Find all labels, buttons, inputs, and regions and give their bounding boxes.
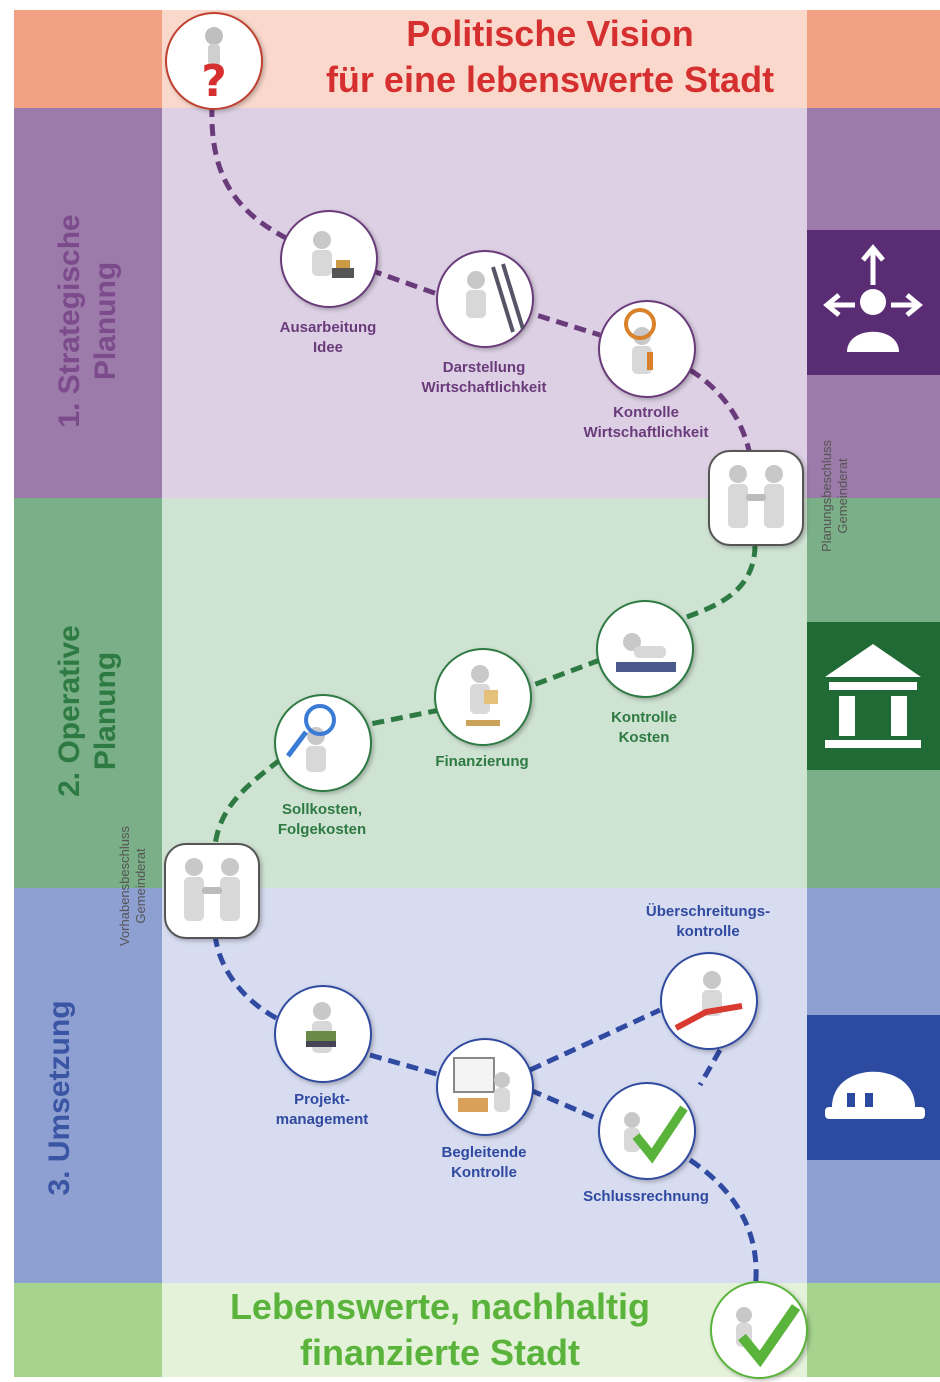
figure-writing-icon bbox=[312, 231, 354, 278]
label-sollkosten: Sollkosten, Folgekosten bbox=[277, 801, 367, 838]
execution-band-left bbox=[14, 888, 162, 1283]
figure-arrow-icon bbox=[674, 971, 743, 1031]
handshake-planungsbeschluss bbox=[708, 450, 804, 546]
figure-money-icon bbox=[466, 665, 500, 726]
footer-band-left bbox=[14, 1283, 162, 1377]
goal-checkmark-node bbox=[710, 1281, 808, 1379]
government-icon-box bbox=[807, 622, 940, 770]
node-kontrolle-kosten bbox=[596, 600, 694, 698]
hard-hat-icon bbox=[825, 1071, 925, 1119]
node-darstellung bbox=[436, 250, 534, 348]
footer-band-center bbox=[162, 1283, 807, 1377]
presentation-board-icon bbox=[453, 1057, 510, 1112]
node-projektmanagement bbox=[274, 985, 372, 1083]
label-kontrolle-wirtschaft: Kontrolle Wirtschaftlichkeit bbox=[583, 404, 709, 441]
strategic-band-left bbox=[14, 108, 162, 498]
operative-band-left bbox=[14, 498, 162, 888]
handshake-vorhabensbeschluss bbox=[164, 843, 260, 939]
goal-title-line2: finanzierte Stadt bbox=[299, 1332, 581, 1373]
goal-title-line1: Lebenswerte, nachhaltig bbox=[229, 1286, 651, 1327]
footer-band-right bbox=[807, 1283, 940, 1377]
label-ausarbeitung: Ausarbeitung Idee bbox=[279, 319, 377, 356]
label-schlussrechnung: Schlussrechnung bbox=[583, 1188, 709, 1205]
svg-text:?: ? bbox=[201, 56, 227, 107]
checkmark-figure-icon bbox=[624, 1105, 688, 1164]
label-darstellung: Darstellung Wirtschaftlichkeit bbox=[421, 359, 547, 396]
strategy-icon-box bbox=[807, 230, 940, 375]
node-ueberschreitung bbox=[660, 952, 758, 1050]
header-band-center bbox=[162, 10, 807, 108]
label-kontrolle-kosten: Kontrolle Kosten bbox=[611, 709, 677, 746]
node-finanzierung bbox=[434, 648, 532, 746]
vision-title-line1: Politische Vision bbox=[406, 13, 694, 54]
node-begleitende bbox=[436, 1038, 534, 1136]
figure-ladder-icon bbox=[466, 263, 525, 333]
path-operative bbox=[212, 544, 758, 846]
path-strategic bbox=[209, 104, 753, 456]
label-begleitende: Begleitende Kontrolle bbox=[441, 1144, 527, 1181]
label-finanzierung: Finanzierung bbox=[435, 753, 529, 770]
strategy-person-icon bbox=[823, 244, 923, 352]
path-execution bbox=[212, 934, 759, 1291]
node-sollkosten bbox=[274, 694, 372, 792]
government-building-icon bbox=[825, 644, 921, 748]
checkmark-figure-icon bbox=[736, 1304, 801, 1368]
magnifier-figure-icon bbox=[624, 308, 656, 374]
question-mark-icon: ? bbox=[201, 27, 227, 107]
node-schlussrechnung bbox=[598, 1082, 696, 1180]
handshake-icon bbox=[728, 465, 784, 528]
label-ueberschreitung: Überschreitungs- kontrolle bbox=[645, 903, 771, 940]
node-ausarbeitung bbox=[280, 210, 378, 308]
node-kontrolle-wirtschaft bbox=[598, 300, 696, 398]
handshake-icon bbox=[184, 858, 240, 921]
magnifier-search-icon bbox=[286, 704, 336, 772]
header-band-right bbox=[807, 10, 940, 108]
figure-crawling-icon bbox=[616, 633, 676, 672]
figure-papers-icon bbox=[306, 1002, 336, 1053]
construction-icon-box bbox=[807, 1015, 940, 1160]
vision-title-line2: für eine lebenswerte Stadt bbox=[325, 59, 775, 100]
header-band bbox=[14, 10, 162, 108]
vision-question-node: ? bbox=[165, 12, 263, 110]
label-projektmanagement: Projekt- management bbox=[275, 1091, 369, 1128]
